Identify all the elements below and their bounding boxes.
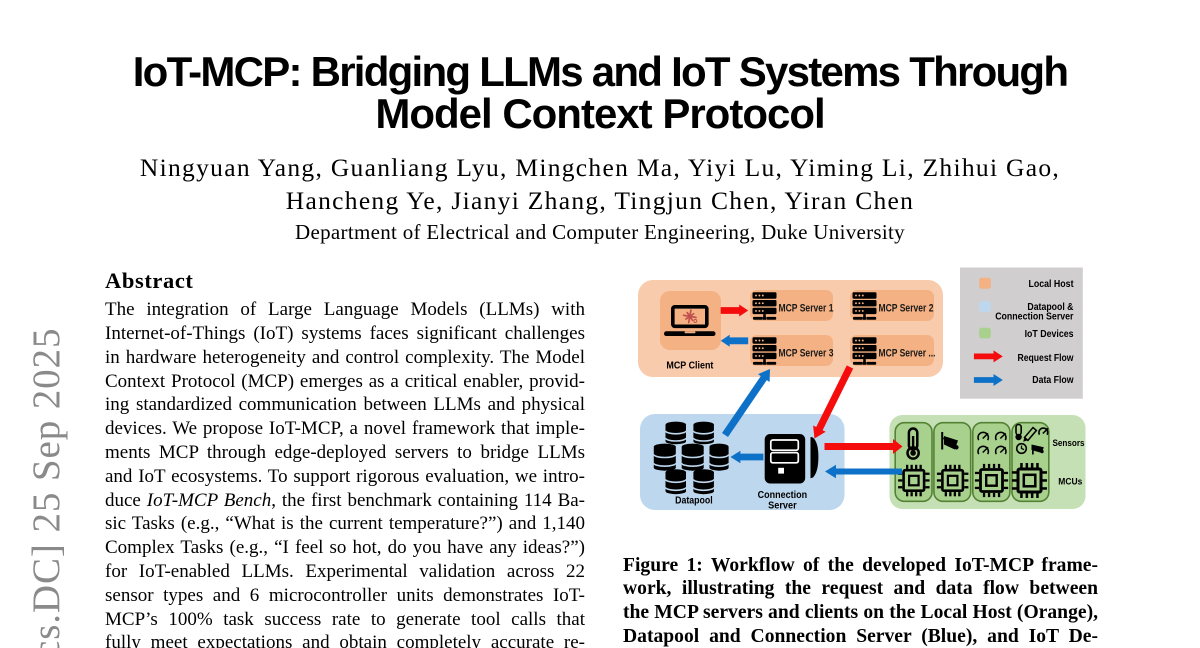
svg-text:MCP Server 3: MCP Server 3 (779, 347, 834, 359)
svg-text:MCP Server 2: MCP Server 2 (879, 302, 934, 314)
svg-text:Local Host: Local Host (1029, 279, 1075, 290)
svg-text:Datapool &: Datapool & (1027, 302, 1074, 313)
svg-text:MCUs: MCUs (1058, 476, 1082, 486)
svg-text:IoT Devices: IoT Devices (1025, 329, 1074, 340)
svg-text:Connection Server: Connection Server (995, 311, 1073, 322)
svg-text:Server: Server (768, 499, 797, 511)
svg-text:Connection: Connection (758, 489, 808, 501)
svg-text:Data Flow: Data Flow (1032, 375, 1073, 386)
svg-text:MCP Server 1: MCP Server 1 (779, 302, 834, 314)
svg-text:Sensors: Sensors (1053, 438, 1085, 448)
svg-text:Request Flow: Request Flow (1018, 353, 1074, 364)
svg-text:MCP Client: MCP Client (666, 360, 714, 371)
svg-text:Datapool: Datapool (675, 496, 713, 507)
svg-text:MCP Server ...: MCP Server ... (879, 347, 936, 359)
